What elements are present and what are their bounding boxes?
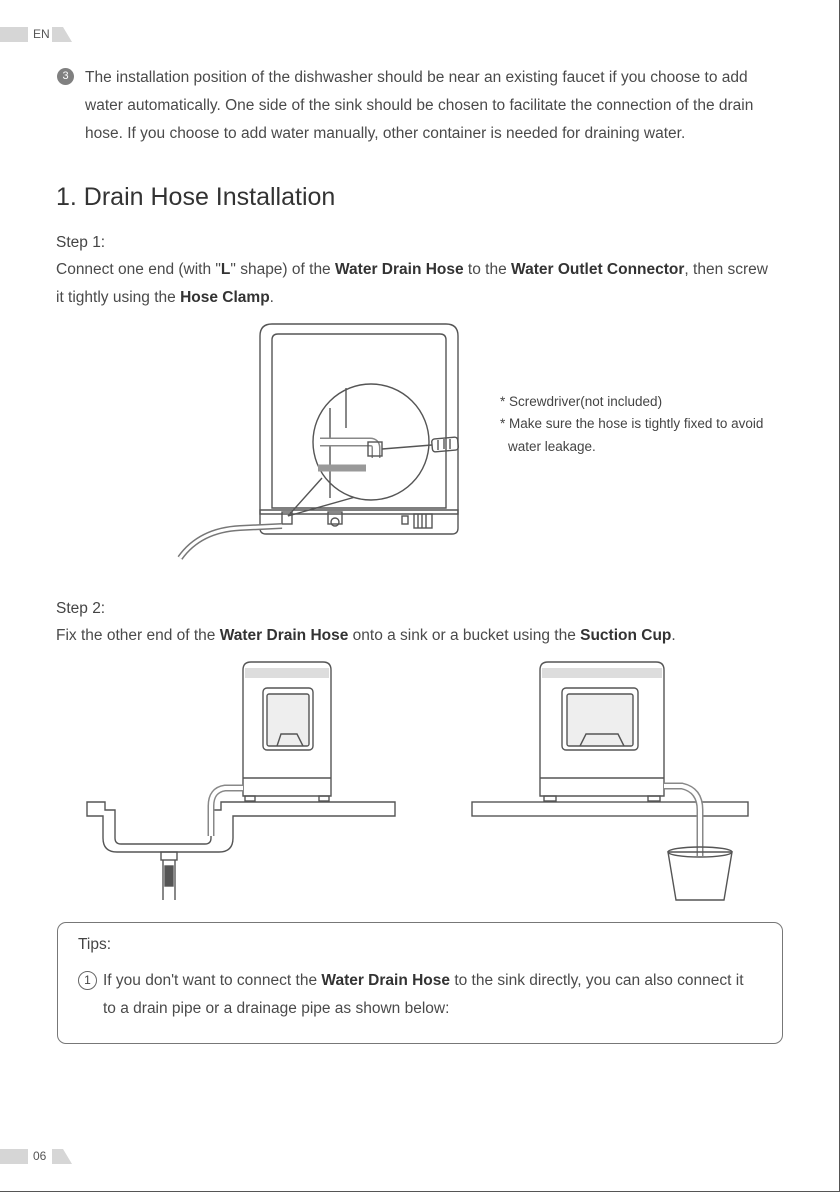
step1-label: Step 1: — [56, 234, 106, 251]
page-number: 06 — [33, 1149, 47, 1163]
intro-line-3: hose. If you choose to add water manuall… — [85, 125, 686, 142]
step2-text-part: onto a sink or a bucket using the — [348, 627, 581, 644]
language-tab-bar — [0, 27, 28, 42]
step2-label: Step 2: — [56, 600, 106, 617]
note-tight-fix: * Make sure the hose is tightly fixed to… — [500, 416, 764, 431]
language-label: EN — [33, 27, 50, 41]
dishwasher-body — [259, 323, 459, 515]
step2-suction-cup-term: Suction Cup — [580, 627, 672, 644]
step1-text-part: Connect one end (with " — [56, 261, 221, 278]
step1-illustration — [177, 323, 460, 560]
intro-line-2: water automatically. One side of the sin… — [85, 97, 754, 114]
intro-paragraph: The installation position of the dishwas… — [85, 64, 805, 148]
step1-line-1: Connect one end (with "L" shape) of the … — [56, 256, 768, 284]
step1-l-shape: L — [220, 261, 231, 278]
dishwasher-inner-frame — [271, 333, 447, 509]
language-tab-wedge — [52, 27, 72, 42]
tips-line-1: If you don't want to connect the Water D… — [103, 972, 744, 989]
screwdriver-icon — [381, 436, 460, 453]
step1-text-part: " shape) of the — [230, 261, 335, 278]
tips-text-part: If you don't want to connect the — [103, 972, 322, 989]
step2-text-part: . — [671, 627, 676, 644]
step1-text-part: to the — [463, 261, 512, 278]
step1-text-part: it tightly using the — [56, 289, 181, 306]
intro-line-1: The installation position of the dishwas… — [85, 69, 748, 86]
page-tab-bar — [0, 1149, 28, 1164]
dishwasher-front — [242, 661, 332, 797]
drain-hose — [664, 782, 704, 856]
language-tab: EN — [0, 27, 72, 42]
step1-text: Connect one end (with "L" shape) of the … — [56, 256, 768, 312]
dishwasher-front — [539, 661, 665, 797]
step1-hose-clamp-term: Hose Clamp — [180, 289, 270, 306]
tips-number-badge: 1 — [78, 971, 97, 990]
step1-line-2: it tightly using the Hose Clamp. — [56, 284, 768, 312]
counter — [471, 801, 749, 817]
step2-drain-hose-term: Water Drain Hose — [219, 627, 349, 644]
page-number-tab: 06 — [0, 1149, 72, 1164]
step2-text-part: Fix the other end of the — [56, 627, 220, 644]
step1-text-part: , then screw — [684, 261, 768, 278]
tips-text-part: to the sink directly, you can also conne… — [450, 972, 744, 989]
note-screwdriver: * Screwdriver(not included) — [500, 394, 663, 409]
tips-title: Tips: — [78, 936, 112, 953]
step1-outlet-connector-term: Water Outlet Connector — [511, 261, 685, 278]
bucket-icon — [667, 851, 733, 901]
tips-box: Tips: 1 If you don't want to connect the… — [57, 922, 783, 1044]
sink — [86, 801, 396, 853]
step2-bucket-illustration — [471, 661, 749, 901]
step2-sink-illustration — [86, 661, 396, 900]
note-leakage: water leakage. — [508, 439, 596, 454]
step1-text-part: . — [269, 289, 274, 306]
tips-line-2: to a drain pipe or a drainage pipe as sh… — [103, 1000, 450, 1017]
step1-drain-hose-term: Water Drain Hose — [335, 261, 464, 278]
page-tab-wedge — [52, 1149, 72, 1164]
section-title: 1. Drain Hose Installation — [56, 183, 336, 211]
vent-grille — [413, 513, 433, 529]
tips-text: If you don't want to connect the Water D… — [103, 967, 744, 1023]
step2-text: Fix the other end of the Water Drain Hos… — [56, 622, 676, 650]
intro-number-badge: 3 — [57, 68, 74, 85]
dishwasher-base — [259, 509, 459, 535]
tips-drain-hose-term: Water Drain Hose — [321, 972, 451, 989]
